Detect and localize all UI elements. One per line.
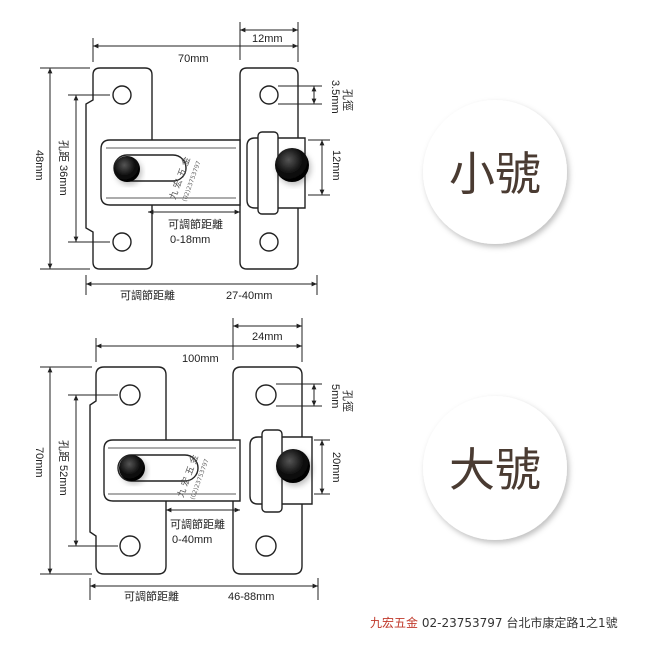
small-adjust-label: 可調節距離 [168,217,223,231]
large-size-badge [423,396,567,540]
store-address: 台北市康定路1之1號 [506,616,618,630]
small-span-label: 可調節距離 [120,288,175,302]
large-adjust-range: 0-40mm [172,534,212,546]
large-knob-label: 20mm [330,452,342,483]
large-span-label: 可調節距離 [124,589,179,603]
small-size-text: 小號 [449,147,541,201]
large-size-text: 大號 [449,443,541,497]
large-adjust-label: 可調節距離 [170,517,225,531]
small-span-range: 27-40mm [226,290,272,302]
small-hole-pitch-label: 孔距 36mm [57,140,70,196]
store-phone: 02-23753797 [421,616,503,630]
store-brand: 九宏五金 [370,616,419,630]
large-span-range: 46-88mm [228,591,274,603]
large-width-label: 100mm [182,353,219,365]
large-plate-width-label: 24mm [252,331,283,343]
small-hole-label: 孔徑 [341,89,354,111]
small-hole-dia-label: 3.5mm [329,80,341,114]
small-size-badge [423,100,567,244]
small-plate-width-label: 12mm [252,33,283,45]
large-hole-label: 孔徑 [341,390,354,412]
large-slot-knob [119,455,145,481]
large-height-label: 70mm [33,447,45,478]
small-width-label: 70mm [178,53,209,65]
store-footer: 九宏五金 02-23753797 台北市康定路1之1號 [370,614,618,631]
small-height-label: 48mm [33,150,45,181]
small-main-knob [275,148,309,182]
large-dimensions [40,318,330,600]
small-latch-drawing [85,67,306,270]
large-hole-dia-label: 5mm [329,384,341,408]
large-main-knob [276,449,310,483]
large-hole-pitch-label: 孔距 52mm [57,440,70,496]
small-slot-knob [114,156,140,182]
small-adjust-range: 0-18mm [170,234,210,246]
small-knob-label: 12mm [330,150,342,181]
small-dimensions [40,22,330,295]
